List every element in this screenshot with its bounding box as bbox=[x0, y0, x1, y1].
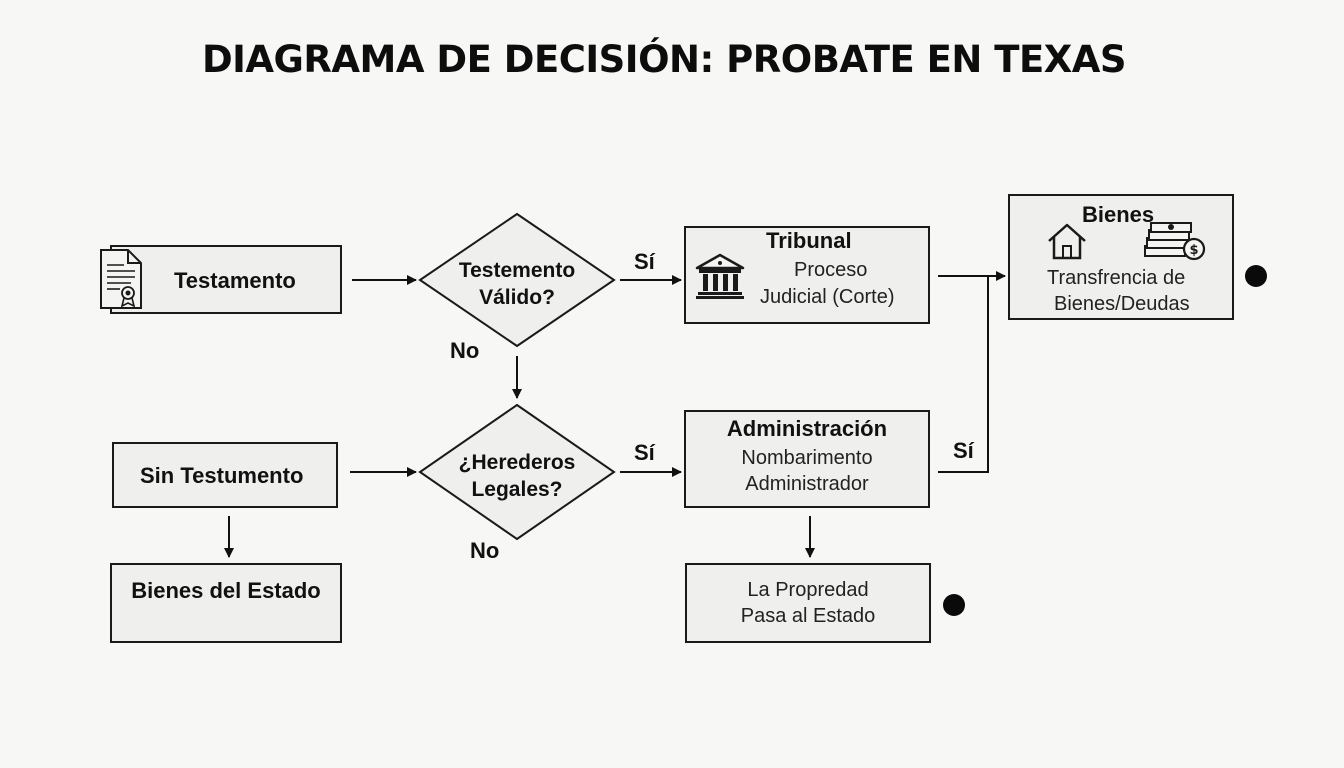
node-administracion-title: Administración bbox=[726, 416, 888, 441]
edge-label-no-valido: No bbox=[450, 338, 480, 363]
node-sin-testamento-label: Sin Testumento bbox=[140, 463, 304, 488]
node-sin-testamento: Sin Testumento bbox=[112, 442, 338, 508]
node-propiedad-line1: La Propredad bbox=[747, 579, 869, 601]
node-bienes-line1: Transfrencia de bbox=[1047, 267, 1186, 289]
node-tribunal-line1: Proceso bbox=[794, 259, 868, 281]
decision-heirs-text: ¿Herederos Legales? bbox=[437, 449, 597, 503]
node-tribunal-title: Tribunal bbox=[766, 228, 852, 253]
decision-valid-diamond bbox=[418, 212, 616, 348]
decision-heirs-diamond bbox=[418, 403, 616, 541]
node-bienes-title: Bienes bbox=[1082, 202, 1155, 227]
node-testamento-label: Testamento bbox=[174, 268, 296, 293]
arrow-administracion-to-bienes bbox=[938, 276, 989, 473]
edge-label-si-tribunal: Sí bbox=[634, 249, 655, 274]
node-bienes-line2: Bienes/Deudas bbox=[1054, 293, 1190, 315]
courthouse-icon bbox=[695, 253, 745, 299]
node-bienes-estado-label: Bienes del Estado bbox=[131, 578, 321, 603]
node-propiedad-estado: La Propredad Pasa al Estado bbox=[685, 563, 931, 643]
decision-valid-text: Testemento Válido? bbox=[437, 257, 597, 311]
decision-heirs-line1: ¿Herederos bbox=[458, 451, 576, 474]
node-propiedad-line2: Pasa al Estado bbox=[740, 605, 876, 627]
decision-valid-line2: Válido? bbox=[479, 286, 555, 309]
node-testamento: Testamento bbox=[110, 245, 342, 314]
edge-label-no-herederos: No bbox=[470, 538, 500, 563]
edge-label-si-administracion: Sí bbox=[634, 440, 655, 465]
house-icon bbox=[1048, 223, 1086, 260]
node-administracion: Administración Nombarimento Administrado… bbox=[684, 410, 930, 508]
svg-text:$: $ bbox=[1189, 243, 1198, 258]
node-bienes: Bienes Transfrencia de Bienes/Deudas bbox=[1008, 194, 1234, 320]
node-administracion-line1: Nombarimento bbox=[741, 447, 873, 469]
node-tribunal-line2: Judicial (Corte) bbox=[760, 286, 895, 308]
page-title: DIAGRAMA DE DECISIÓN: PROBATE EN TEXAS bbox=[201, 38, 1127, 81]
money-icon: $ bbox=[1144, 222, 1206, 261]
edge-label-si-bienes: Sí bbox=[953, 438, 974, 463]
document-icon bbox=[100, 249, 142, 309]
node-bienes-estado: Bienes del Estado bbox=[110, 563, 342, 643]
decision-valid-line1: Testemento bbox=[458, 259, 576, 282]
node-administracion-line2: Administrador bbox=[745, 473, 869, 495]
end-dot-propiedad bbox=[943, 594, 965, 616]
decision-heirs-line2: Legales? bbox=[471, 478, 563, 501]
node-tribunal: Tribunal Proceso Judicial (Corte) bbox=[684, 226, 930, 324]
end-dot-bienes bbox=[1245, 265, 1267, 287]
